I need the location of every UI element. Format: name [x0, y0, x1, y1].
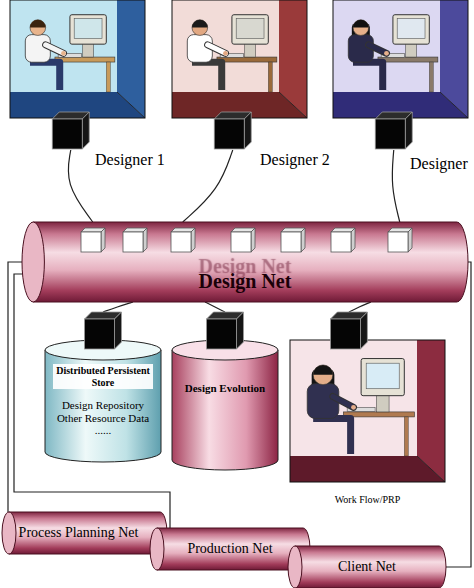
- designer-station-shape: [172, 0, 307, 150]
- designer-station: Designer 1: [10, 0, 145, 150]
- node-text: Design Net: [199, 270, 292, 293]
- storage-cylinder: Distributed Persistent StoreDesign Repos…: [45, 312, 161, 462]
- node-label: Work Flow/PRP: [335, 494, 401, 506]
- designer-station-shape: [10, 0, 145, 150]
- node-text: Design Repository Other Resource Data ..…: [53, 399, 153, 437]
- storage-cylinder: Design Evolution: [172, 312, 278, 470]
- network-pipe: Design Net: [22, 222, 468, 302]
- node-label: Designer 2: [260, 151, 330, 169]
- node-text: Client Net: [338, 559, 396, 575]
- network-connector: [68, 150, 92, 222]
- workflow-station-shape: [290, 312, 445, 482]
- network-connector: [392, 150, 399, 222]
- network-pipe: Production Net: [150, 528, 310, 570]
- network-connector: [103, 302, 133, 312]
- node-body: Distributed Persistent StoreDesign Repos…: [53, 364, 153, 437]
- network-connector: [446, 262, 471, 567]
- network-connector: [8, 262, 22, 512]
- node-body: Production Net: [166, 541, 294, 557]
- network-pipe: Client Net: [288, 546, 446, 588]
- node-body: Client Net: [304, 559, 430, 575]
- node-text: Production Net: [187, 541, 272, 557]
- network-connector: [205, 302, 225, 312]
- node-text: Design Evolution: [185, 382, 265, 395]
- designer-station: Designer: [333, 0, 468, 150]
- node-body: Design Evolution: [177, 382, 273, 395]
- workflow-station: Work Flow/PRP: [290, 312, 445, 482]
- node-body: Process Planning Net: [12, 525, 145, 541]
- network-connector: [183, 150, 233, 222]
- designer-station-shape: [333, 0, 468, 150]
- node-body: Design Net: [22, 270, 468, 293]
- network-connector: [349, 302, 371, 312]
- node-label: Designer: [410, 155, 468, 173]
- network-connector: [14, 274, 170, 528]
- network-pipe: Process Planning Net: [2, 512, 167, 554]
- node-label: Designer 1: [95, 151, 165, 169]
- node-text: Distributed Persistent Store: [53, 364, 153, 389]
- node-text: Process Planning Net: [19, 525, 139, 541]
- designer-station: Designer 2: [172, 0, 307, 150]
